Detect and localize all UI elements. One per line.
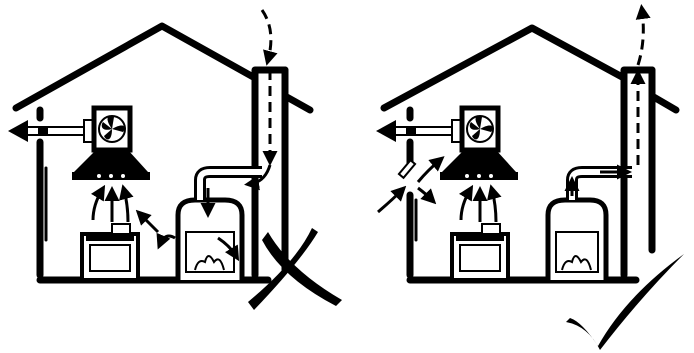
house-roof (380, 24, 628, 112)
airflow-arrow-icon (90, 184, 134, 223)
window-vent (397, 158, 417, 180)
exhaust-arrow-icon (8, 120, 85, 142)
stove (80, 223, 140, 282)
fireplace (175, 166, 262, 280)
house-roof (12, 22, 259, 112)
cooker-hood (440, 150, 518, 180)
fireplace (545, 166, 632, 280)
check-icon (566, 254, 684, 350)
scene-incorrect (8, 9, 342, 310)
fan-icon (91, 105, 133, 153)
exhaust-arrow-icon (376, 120, 453, 142)
stove (450, 223, 510, 282)
fan-icon (459, 105, 501, 153)
scene-correct (376, 4, 684, 350)
cooker-hood (72, 150, 150, 180)
airflow-arrow-icon (377, 156, 502, 223)
cross-icon (248, 228, 342, 310)
